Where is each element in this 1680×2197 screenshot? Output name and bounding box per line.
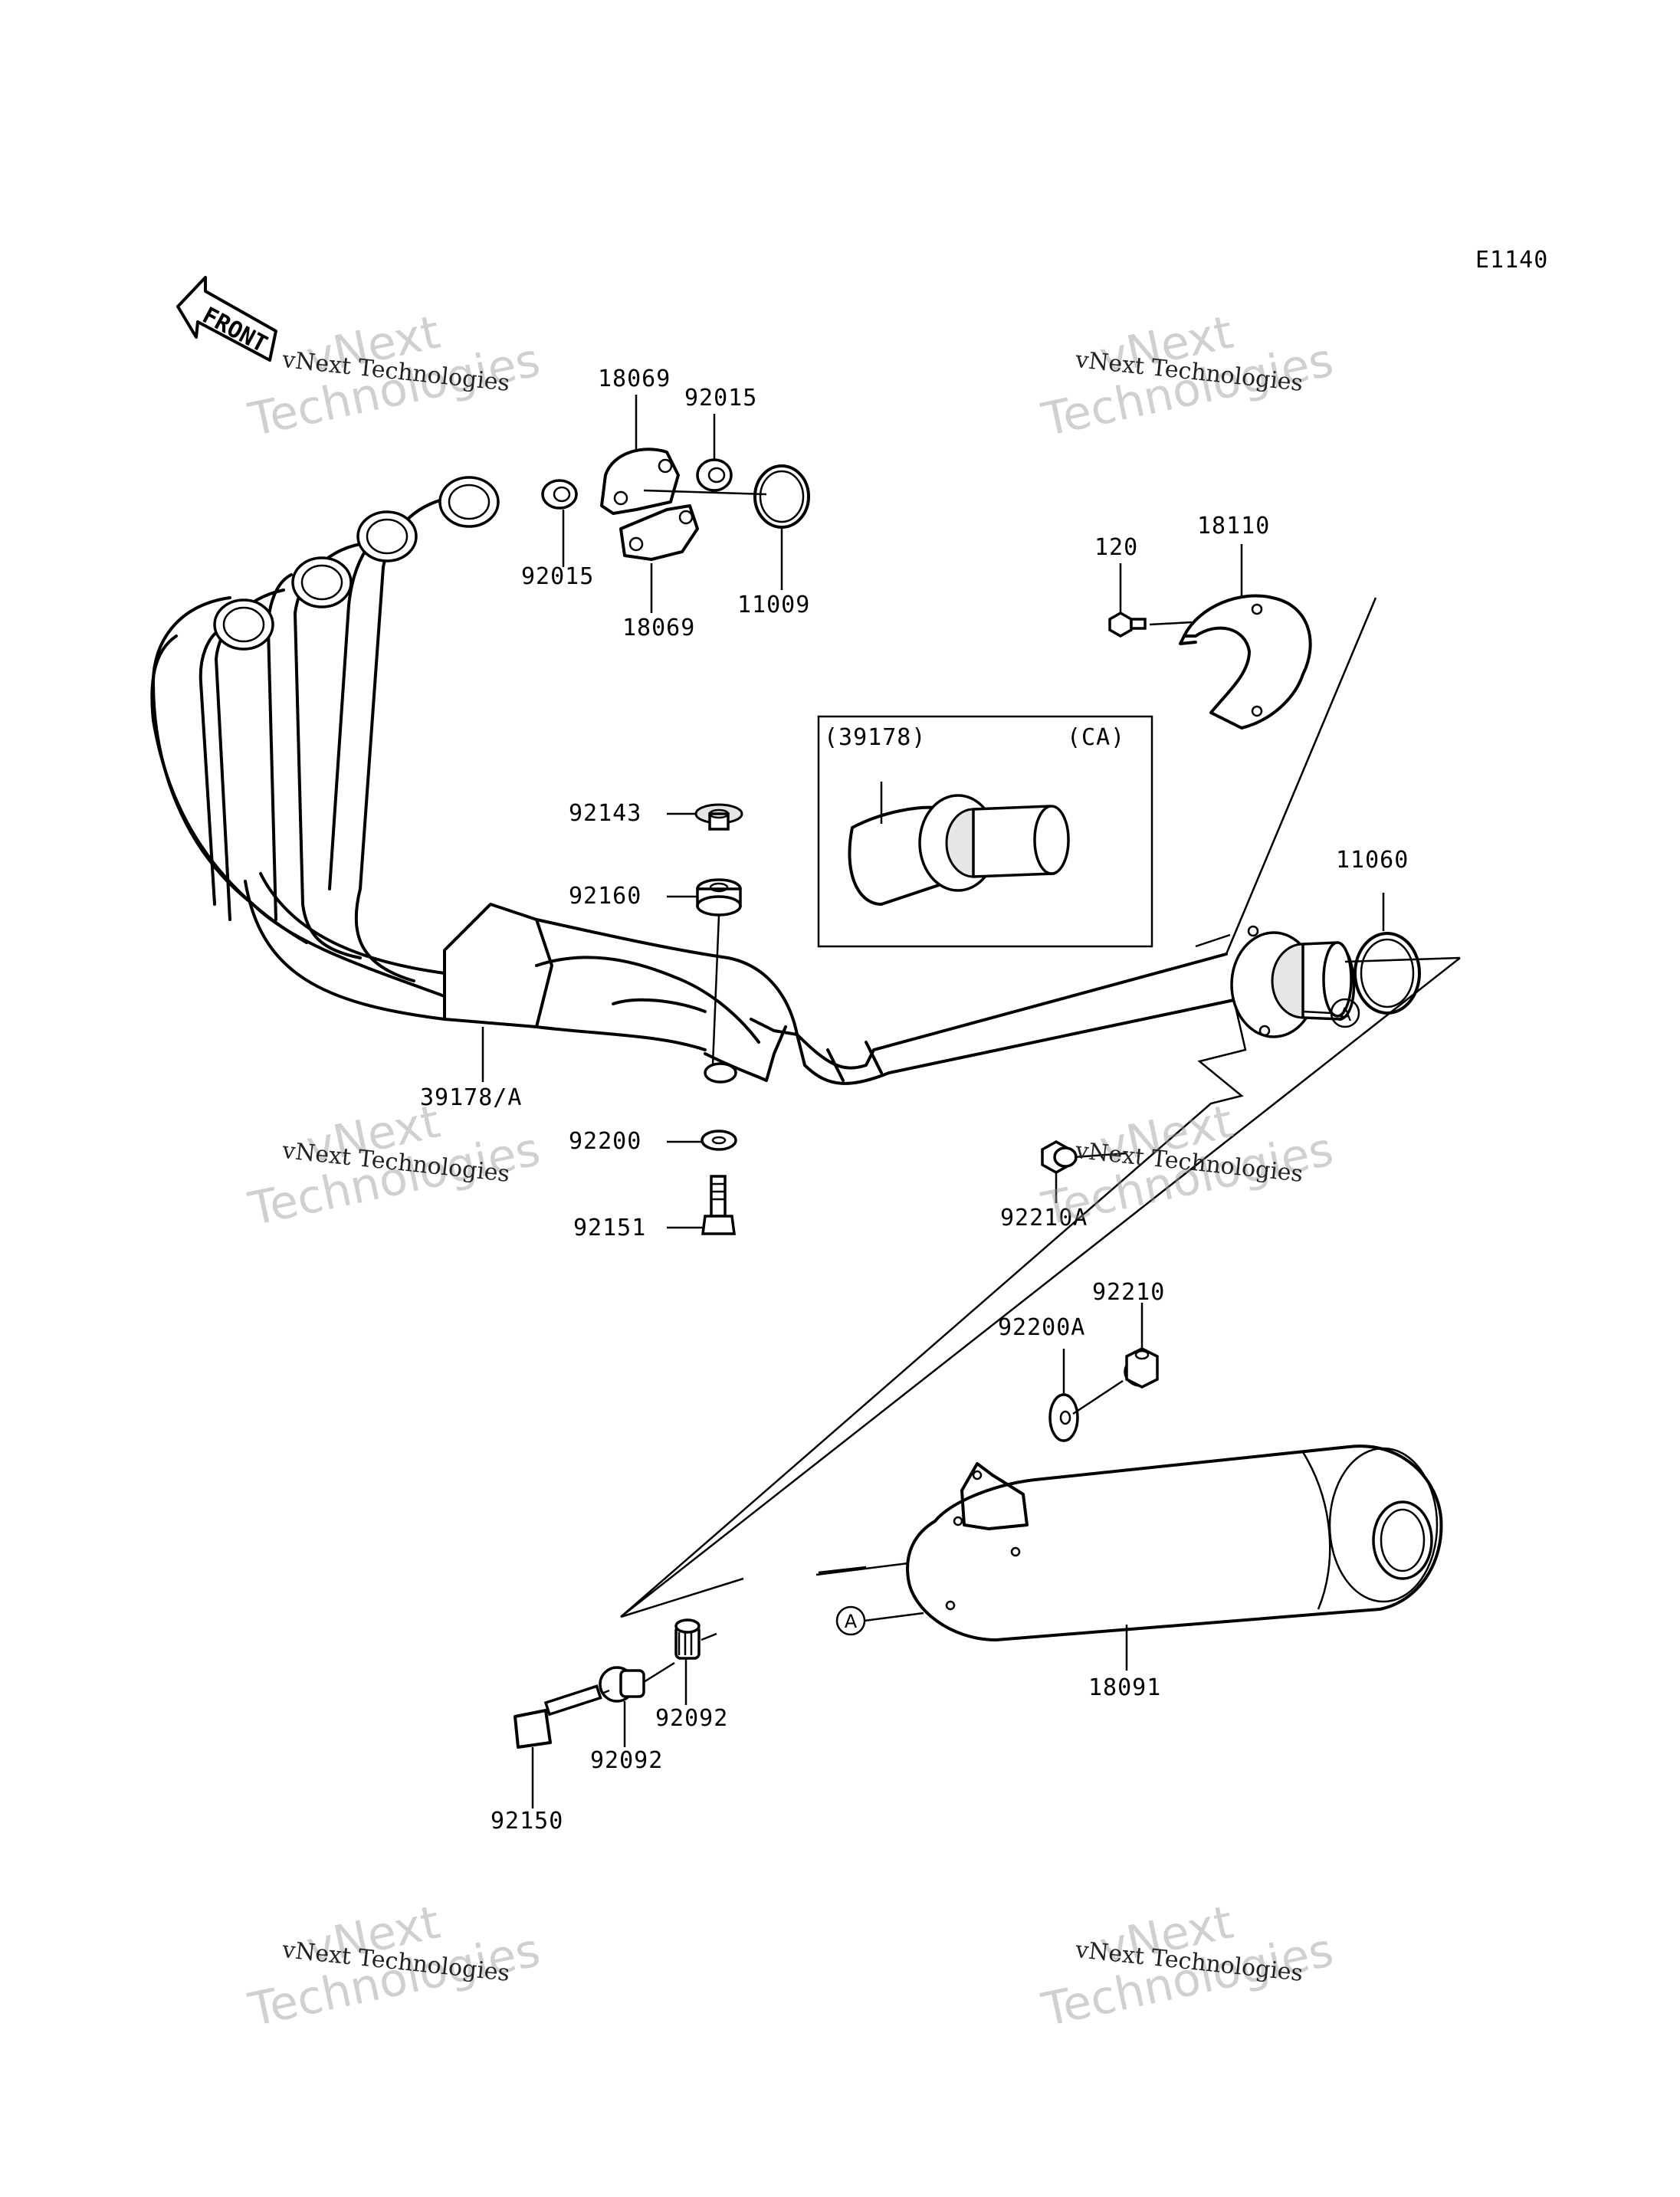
exhaust-header-pipes	[150, 476, 1235, 1085]
collar-92143	[667, 803, 743, 831]
nut-92210	[1124, 1303, 1159, 1389]
projection-line-2	[620, 999, 1247, 1618]
nut-92015-b	[696, 414, 733, 492]
callout-a-upper: A	[1302, 998, 1360, 1028]
part-label-18069-a: 18069	[598, 366, 671, 392]
part-label-92160: 92160	[569, 883, 642, 910]
part-label-92143: 92143	[569, 800, 642, 827]
part-label-18110: 18110	[1197, 513, 1271, 539]
part-label-92210a: 92210A	[1000, 1205, 1088, 1231]
gasket-11060	[1354, 893, 1421, 1015]
svg-text:A: A	[845, 1611, 858, 1632]
inset-box	[817, 715, 1153, 948]
washer-92200	[667, 1130, 737, 1151]
mount-rubber-92092-a	[599, 1661, 675, 1747]
part-label-92151: 92151	[573, 1215, 647, 1241]
part-label-18091: 18091	[1088, 1674, 1162, 1701]
gasket-11009	[753, 464, 810, 590]
nut-92210a	[1041, 1139, 1127, 1203]
projection-line-3	[620, 957, 1461, 1618]
bolt-120	[1108, 563, 1147, 638]
part-label-92092-a: 92092	[590, 1747, 664, 1774]
front-arrow-icon: FRONT	[176, 276, 277, 362]
part-label-39178a: 39178/A	[420, 1084, 523, 1111]
projection-line-5	[620, 1577, 744, 1618]
projection-line-1	[1225, 597, 1377, 955]
part-label-92200a: 92200A	[998, 1314, 1086, 1341]
diagram-code: E1140	[1475, 247, 1549, 274]
part-label-120: 120	[1094, 534, 1139, 561]
mount-rubber-92092-b	[674, 1618, 717, 1705]
projection-line-4	[1344, 956, 1461, 963]
grommet-92160	[667, 878, 742, 917]
callout-a-lower: A	[835, 1605, 924, 1636]
part-label-92015-a: 92015	[521, 563, 595, 590]
svg-text:A: A	[1339, 1004, 1352, 1025]
part-label-92210: 92210	[1092, 1279, 1166, 1306]
cover-18110	[1149, 544, 1312, 730]
front-arrow-text: FRONT	[198, 302, 271, 358]
part-label-92150: 92150	[491, 1808, 564, 1835]
bolt-92150	[514, 1684, 610, 1808]
nut-92015-a	[541, 479, 578, 567]
part-label-92015-b: 92015	[684, 385, 758, 412]
stack-centerline	[711, 915, 720, 1066]
part-label-11060: 11060	[1336, 847, 1409, 874]
inset-left-label: (39178)	[824, 724, 927, 751]
part-label-92200: 92200	[569, 1128, 642, 1155]
projection-line-6	[818, 1566, 867, 1574]
inset-right-label: (CA)	[1067, 724, 1126, 751]
part-label-18069-b: 18069	[622, 615, 696, 641]
bolt-92151	[667, 1175, 736, 1235]
washer-92200a	[1048, 1349, 1124, 1442]
mid-pipe-flange	[1195, 925, 1356, 1038]
muffler-18091	[815, 1444, 1443, 1671]
part-label-11009: 11009	[737, 592, 811, 618]
split-flange-18069	[600, 395, 767, 613]
part-label-92092-b: 92092	[655, 1705, 729, 1732]
